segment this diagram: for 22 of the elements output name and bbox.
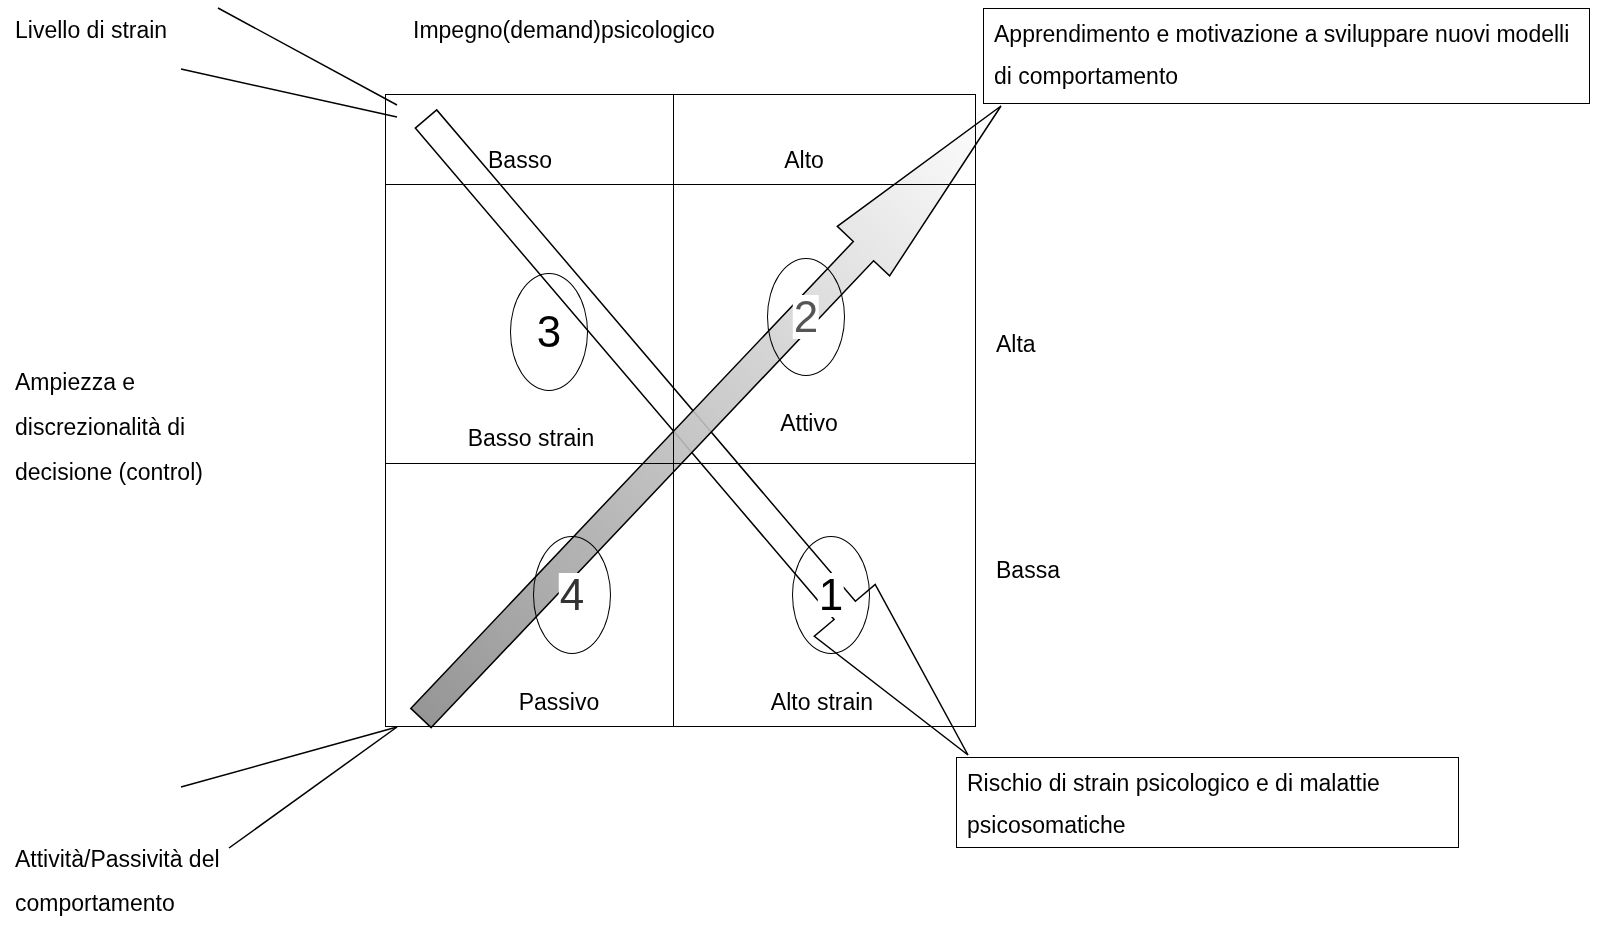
outcome-box: Apprendimento e motivazione a sviluppare nuovi modelli di comportamento (983, 8, 1590, 104)
header-cell: Basso (385, 94, 674, 185)
quadrant-label: Basso strain (467, 425, 595, 453)
outcome-box: Rischio di strain psicologico e di malattie psicosomatiche (956, 757, 1459, 848)
axis-label: Bassa (996, 556, 1060, 585)
quadrant-number: 1 (817, 573, 845, 617)
leader-line (180, 726, 398, 788)
quadrant-label: Passivo (518, 689, 600, 717)
axis-label: Impegno(demand)psicologico (413, 16, 715, 45)
quadrant-number: 2 (792, 295, 820, 339)
quadrant-label: Alto strain (770, 689, 874, 717)
annotation-text: Livello di strain (15, 16, 169, 44)
annotation-text: Attività/Passività del comportamento (15, 845, 221, 918)
axis-label: Alta (996, 330, 1036, 359)
axis-label: Ampiezza e discrezionalità di decisione (control) (15, 368, 204, 487)
leader-line (228, 726, 398, 849)
table-cell (673, 463, 976, 727)
header-cell: Alto (673, 94, 976, 185)
leader-line (217, 7, 398, 106)
table-cell (385, 463, 674, 727)
quadrant-label: Attivo (780, 410, 838, 438)
leader-line (180, 68, 398, 118)
